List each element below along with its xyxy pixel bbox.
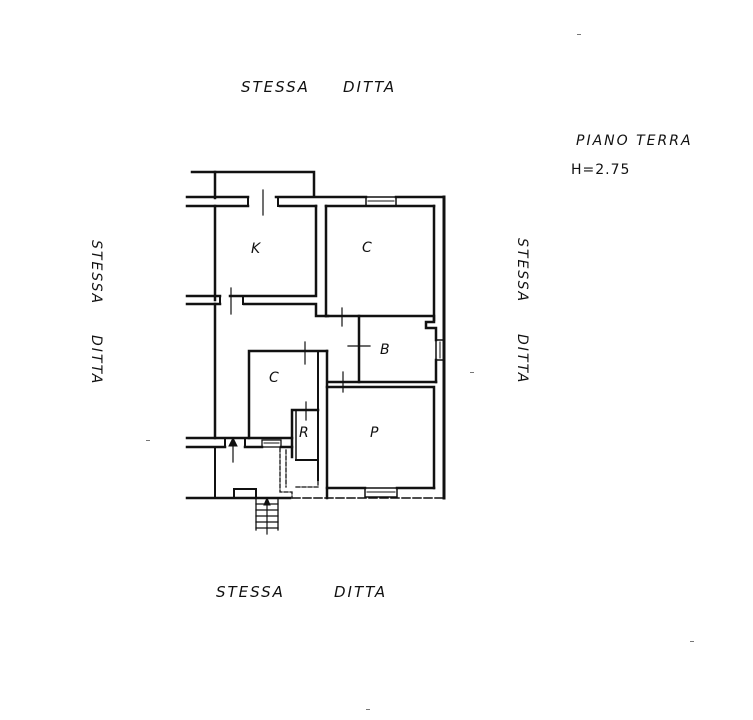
scan-speck [690, 641, 694, 642]
neighbor-left-word2: DITTA [88, 335, 104, 386]
room-label-c-bottom: C [269, 370, 279, 386]
neighbor-top-word2: DITTA [343, 78, 397, 96]
neighbor-right-word2: DITTA [514, 334, 530, 385]
neighbor-bottom-word1: STESSA [216, 583, 285, 601]
room-label-r: R [299, 425, 309, 441]
room-label-k: K [251, 241, 261, 257]
neighbor-top-word1: STESSA [241, 78, 310, 96]
neighbor-left-word1: STESSA [88, 240, 104, 306]
plan-title: PIANO TERRA [576, 133, 693, 149]
room-label-p: P [370, 425, 379, 441]
scan-speck [366, 709, 370, 710]
scan-speck [470, 372, 474, 373]
room-label-c-top: C [362, 240, 372, 256]
scan-speck [577, 34, 581, 35]
neighbor-bottom-word2: DITTA [334, 583, 388, 601]
room-label-b: B [380, 342, 390, 358]
neighbor-right-word1: STESSA [514, 238, 530, 304]
plan-height-label: H=2.75 [571, 162, 631, 178]
scan-speck [146, 440, 150, 441]
